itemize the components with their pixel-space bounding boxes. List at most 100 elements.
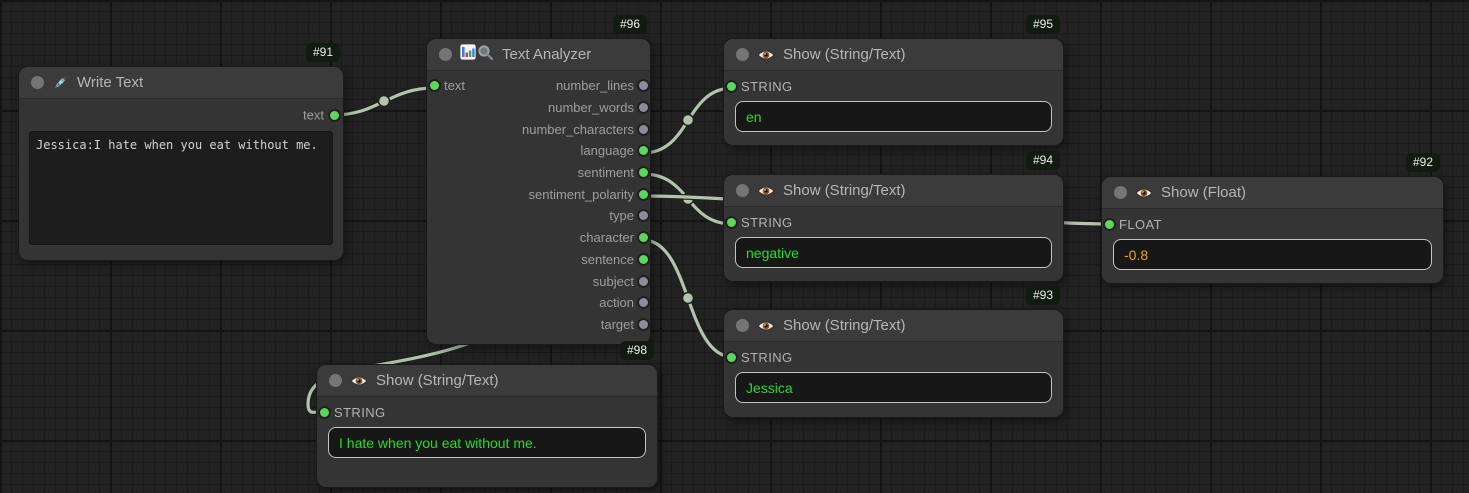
- output-port-number-lines[interactable]: [639, 81, 648, 91]
- value-display: negative: [735, 237, 1052, 268]
- port-row: sentence: [427, 249, 650, 271]
- node-title: Show (String/Text): [376, 372, 499, 389]
- text-input-area[interactable]: Jessica:I hate when you eat without me.: [29, 131, 333, 245]
- node-header[interactable]: Show (String/Text): [317, 365, 657, 397]
- node-title: Show (String/Text): [783, 182, 906, 199]
- output-label: number_characters: [522, 121, 634, 137]
- value-display: -0.8: [1113, 239, 1432, 270]
- output-port-number-characters[interactable]: [639, 124, 648, 134]
- output-label: language: [580, 143, 635, 159]
- node-id-badge: #95: [1025, 15, 1060, 34]
- input-port-string[interactable]: [727, 81, 736, 91]
- output-port-character[interactable]: [639, 233, 648, 243]
- port-row: type: [427, 205, 650, 227]
- status-dot: [736, 184, 749, 197]
- output-label: character: [579, 230, 634, 246]
- value-display: en: [735, 101, 1052, 132]
- output-label: number_words: [548, 100, 634, 116]
- output-label: sentiment_polarity: [528, 186, 635, 202]
- node-show-float-92[interactable]: #92 Show (Float) FLOAT -0.8: [1102, 153, 1443, 283]
- input-port-text[interactable]: [430, 81, 439, 91]
- input-label: STRING: [741, 78, 793, 94]
- status-dot: [329, 374, 342, 387]
- node-title: Write Text: [77, 74, 144, 91]
- wire-midpoint-dot[interactable]: [681, 113, 695, 127]
- eye-icon: [757, 319, 775, 333]
- node-header[interactable]: Show (Float): [1102, 177, 1443, 209]
- node-id-badge: #92: [1405, 153, 1440, 172]
- status-dot: [736, 48, 749, 61]
- node-title: Show (String/Text): [783, 46, 906, 63]
- eye-icon: [757, 48, 775, 62]
- node-id-badge: #94: [1025, 151, 1060, 170]
- node-title: Text Analyzer: [502, 46, 592, 63]
- input-port-string[interactable]: [727, 352, 736, 362]
- eye-icon: [1135, 186, 1153, 200]
- node-show-string-93[interactable]: #93 Show (String/Text) STRING Jessica: [724, 286, 1063, 417]
- node-id-badge: #91: [305, 43, 340, 62]
- port-row: character: [427, 227, 650, 249]
- input-port-string[interactable]: [320, 407, 329, 417]
- output-label: sentiment: [577, 165, 634, 181]
- input-label: STRING: [741, 349, 793, 365]
- port-row: target: [427, 314, 650, 336]
- output-label: target: [600, 316, 634, 332]
- output-label: type: [609, 208, 634, 224]
- node-id-badge: #98: [619, 341, 654, 360]
- node-write-text[interactable]: #91 Write Text text Jessica:I h: [19, 43, 343, 260]
- output-label: text: [303, 107, 324, 123]
- node-show-string-95[interactable]: #95 Show (String/Text) STRING en: [724, 15, 1063, 145]
- output-port-sentence[interactable]: [639, 254, 648, 264]
- port-row: subject: [427, 270, 650, 292]
- status-dot: [31, 76, 44, 89]
- input-label: STRING: [334, 404, 386, 420]
- node-header[interactable]: Text Analyzer: [427, 39, 650, 71]
- status-dot: [736, 319, 749, 332]
- output-label: action: [599, 295, 634, 311]
- node-text-analyzer[interactable]: #96: [427, 15, 650, 344]
- node-show-string-94[interactable]: #94 Show (String/Text) STRING negative: [724, 151, 1063, 281]
- output-label: number_lines: [555, 78, 634, 94]
- fountain-pen-icon: [52, 74, 69, 91]
- value-display: Jessica: [735, 372, 1052, 403]
- node-title: Show (String/Text): [783, 317, 906, 334]
- output-port-text[interactable]: [330, 110, 339, 120]
- node-title: Show (Float): [1161, 184, 1247, 201]
- output-port-sentiment[interactable]: [639, 168, 648, 178]
- port-row: language: [427, 140, 650, 162]
- bar-chart-icon: [460, 44, 476, 65]
- node-header[interactable]: Show (String/Text): [724, 310, 1063, 342]
- node-header[interactable]: Show (String/Text): [724, 39, 1063, 71]
- eye-icon: [350, 374, 368, 388]
- output-port-sentiment-polarity[interactable]: [639, 189, 648, 199]
- input-label: STRING: [741, 214, 793, 230]
- node-header[interactable]: Show (String/Text): [724, 175, 1063, 207]
- status-dot: [1114, 186, 1127, 199]
- value-display: I hate when you eat without me.: [328, 427, 646, 458]
- port-row: number_characters: [427, 118, 650, 140]
- output-port-language[interactable]: [639, 146, 648, 156]
- output-port-number-words[interactable]: [639, 103, 648, 113]
- input-port-string[interactable]: [727, 217, 736, 227]
- status-dot: [439, 48, 452, 61]
- input-label: text: [444, 78, 465, 94]
- node-id-badge: #93: [1025, 286, 1060, 305]
- port-row: sentiment: [427, 162, 650, 184]
- magnifier-icon: [477, 44, 494, 66]
- node-id-badge: #96: [612, 15, 647, 34]
- port-row: action: [427, 292, 650, 314]
- input-port-float[interactable]: [1105, 219, 1114, 229]
- output-port-subject[interactable]: [639, 276, 648, 286]
- output-port-type[interactable]: [639, 211, 648, 221]
- wire-midpoint-dot[interactable]: [681, 291, 695, 305]
- node-header[interactable]: Write Text: [19, 67, 343, 99]
- node-show-string-98[interactable]: #98 Show (String/Text) STRING I hate whe…: [317, 341, 657, 487]
- port-row: sentiment_polarity: [427, 183, 650, 205]
- output-port-action[interactable]: [639, 298, 648, 308]
- input-label: FLOAT: [1119, 216, 1162, 232]
- output-label: subject: [592, 273, 634, 289]
- port-row: number_words: [427, 97, 650, 119]
- output-port-target[interactable]: [639, 319, 648, 329]
- wire-midpoint-dot[interactable]: [377, 94, 391, 108]
